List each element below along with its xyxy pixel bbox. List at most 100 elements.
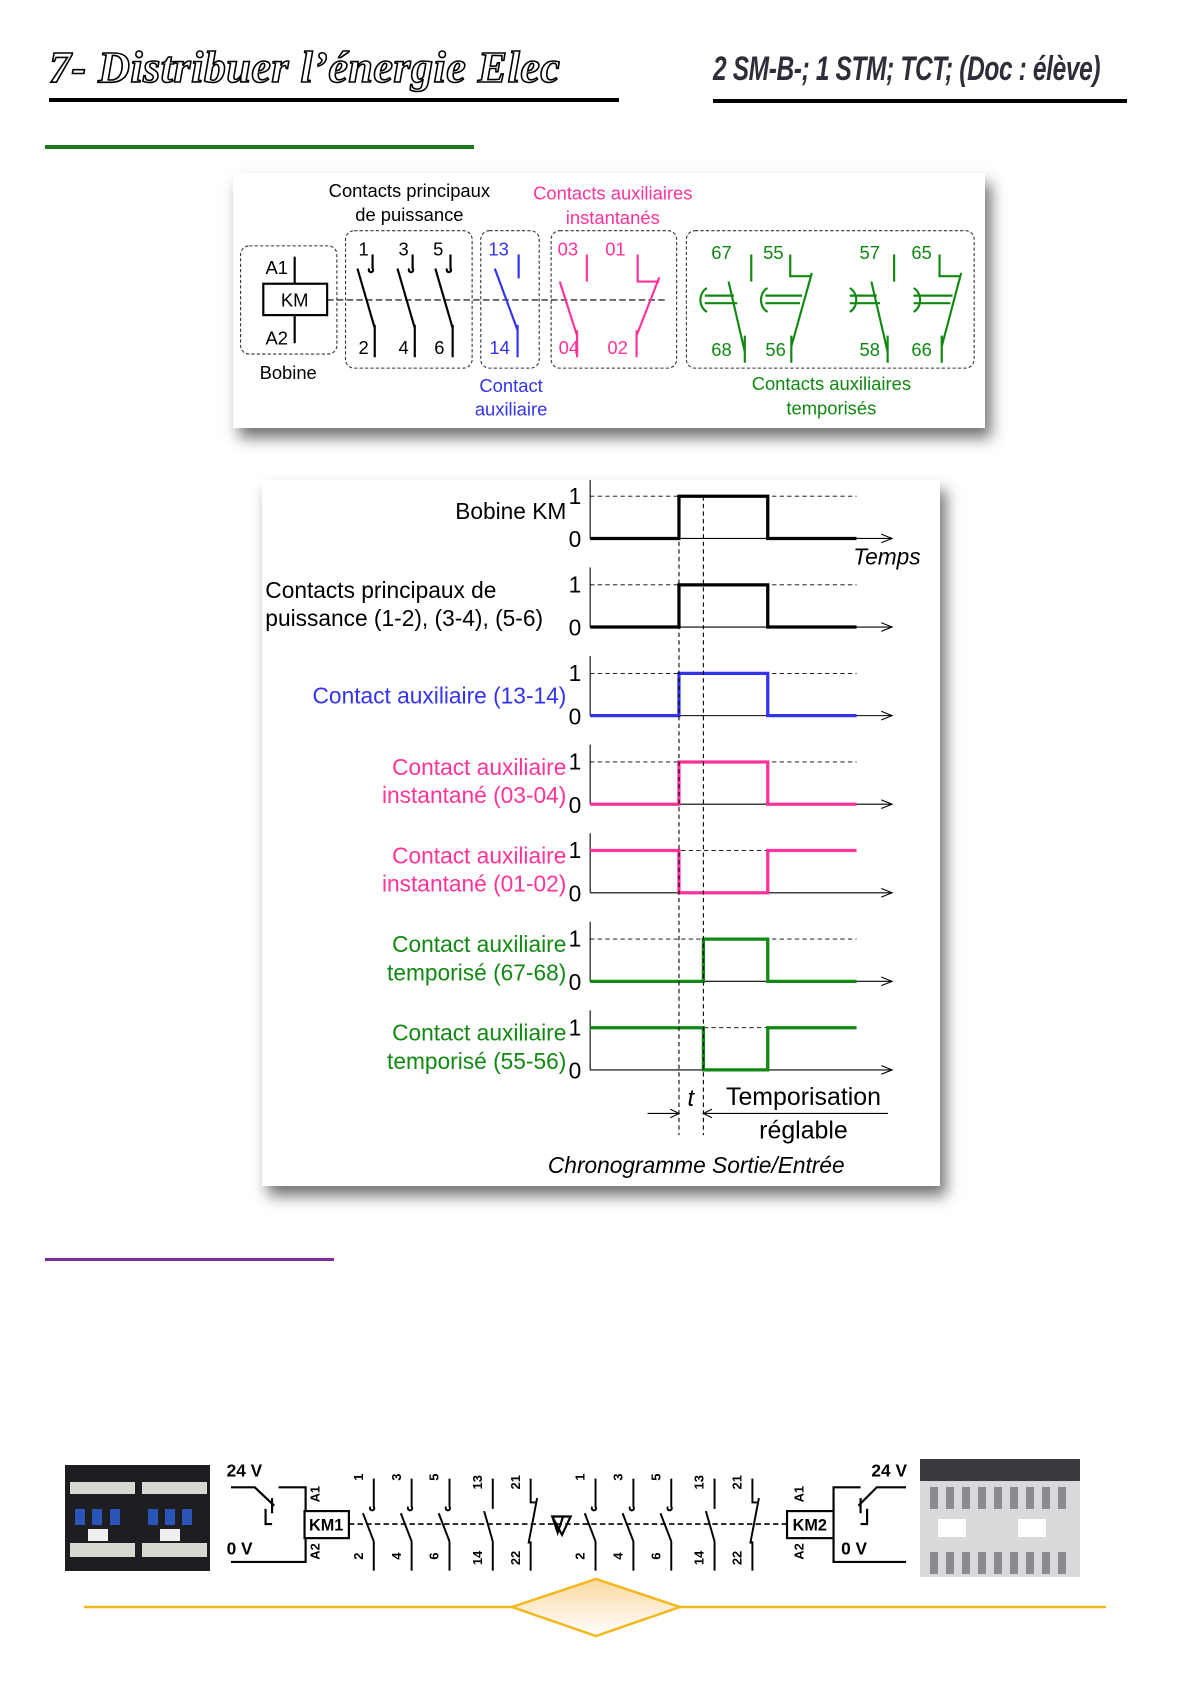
delay-arrow-right — [702, 1108, 888, 1119]
axis-arrow — [881, 710, 894, 721]
contact-bottom-label: 6 — [648, 1553, 663, 1560]
km2-voltage-top: 24 V — [871, 1460, 907, 1480]
axis-arrow — [881, 1065, 894, 1075]
inst-contact-2-bottom: 02 — [607, 337, 627, 358]
temp-contact-3-top: 57 — [859, 242, 879, 263]
temp-contact-2-bottom: 56 — [765, 339, 785, 360]
temp-contact-2-top: 55 — [763, 242, 783, 263]
series-label: temporisé (67-68) — [387, 959, 566, 985]
tick-0: 0 — [569, 1058, 582, 1084]
contact-bottom-label: 4 — [611, 1552, 626, 1560]
aux-contact-symbol — [493, 254, 520, 358]
axis-arrow — [881, 887, 894, 898]
tick-0: 0 — [569, 880, 582, 906]
main-contacts-title-2: de puissance — [355, 204, 463, 225]
km1-a1: A1 — [308, 1486, 323, 1503]
main-contact-3-bottom: 6 — [434, 337, 444, 358]
contact-top-label: 21 — [508, 1475, 523, 1489]
inst-contacts-symbol — [558, 254, 661, 358]
delay-arrow-left — [647, 1108, 681, 1119]
contact-bottom-label: 6 — [427, 1553, 442, 1560]
schematic-contact: 34 — [611, 1474, 635, 1571]
tick-1: 1 — [569, 660, 582, 686]
temp-contact-4-top: 65 — [911, 242, 931, 263]
main-contact-1-bottom: 2 — [359, 337, 369, 358]
aux-contact-bottom: 14 — [489, 337, 509, 358]
km2-a1: A1 — [791, 1486, 806, 1503]
schematic-contact: 56 — [648, 1474, 673, 1571]
inst-contacts-title-1: Contacts auxiliaires — [533, 182, 692, 203]
schematic-contact: 56 — [427, 1474, 451, 1571]
signal-trace — [590, 1026, 857, 1072]
km2-voltage-bottom: 0 V — [841, 1538, 867, 1558]
schematic-contact: 13 14 — [692, 1475, 716, 1571]
temp-contact-1-top: 67 — [711, 242, 731, 263]
series-label: Bobine KM — [455, 498, 566, 524]
main-contact-2-bottom: 4 — [399, 337, 409, 358]
contact-top-label: 3 — [611, 1474, 626, 1481]
contact-top-label: 5 — [648, 1474, 663, 1481]
coil-caption: Bobine — [260, 362, 317, 383]
temp-contact-1-bottom: 68 — [711, 339, 731, 360]
contact-bottom-label: 14 — [470, 1550, 485, 1565]
schematic-contact: 12 — [573, 1474, 598, 1571]
temp-contact-3-bottom: 58 — [859, 339, 879, 360]
inst-contact-2-top: 01 — [605, 239, 625, 260]
delay-note-2: réglable — [759, 1116, 848, 1144]
contact-bottom-label: 22 — [730, 1551, 745, 1565]
series-label: Contact auxiliaire — [392, 843, 566, 869]
coil-symbol: KM A1 A2 — [262, 256, 329, 348]
contact-bottom-label: 2 — [351, 1553, 366, 1560]
series-label: instantané (03-04) — [382, 782, 566, 808]
inst-contact-1-bottom: 04 — [559, 337, 579, 358]
x-axis-label: Temps — [853, 543, 920, 569]
tick-0: 0 — [569, 526, 582, 552]
chart-title: Chronogramme Sortie/Entrée — [548, 1152, 845, 1178]
reversing-schematic-svg: 24 V 0 V 24 V 0 V KM1 KM2 12345613142122… — [227, 1460, 907, 1571]
tick-0: 0 — [569, 969, 582, 995]
tick-1: 1 — [569, 749, 582, 775]
contact-bottom-label: 4 — [389, 1552, 404, 1560]
signal-trace — [590, 848, 857, 895]
km2-a2: A2 — [791, 1543, 806, 1560]
footer-divider — [84, 1577, 1106, 1639]
series-label: Contact auxiliaire — [392, 754, 566, 780]
contact-top-label: 1 — [573, 1474, 588, 1481]
aux-contact-top: 13 — [488, 239, 508, 260]
tick-1: 1 — [569, 483, 582, 509]
title-underline — [49, 98, 619, 102]
axis-arrow — [881, 799, 894, 810]
contact-top-label: 13 — [692, 1475, 707, 1489]
main-contact-3-top: 5 — [433, 239, 443, 260]
page-title: 7- Distribuer l’énergie Elec — [48, 42, 561, 93]
temp-contacts-title-1: Contacts auxiliaires — [752, 373, 911, 394]
temp-contact-4-bottom: 66 — [911, 339, 931, 360]
contact-bottom-label: 14 — [692, 1550, 707, 1565]
series-label: Contact auxiliaire — [392, 931, 566, 957]
schematic-contact: 34 — [389, 1474, 414, 1571]
class-label: 2 SM-B-; 1 STM; TCT; (Doc : élève) — [713, 50, 1101, 88]
delay-label: t — [688, 1085, 696, 1112]
diamond-ornament — [508, 1577, 684, 1638]
coil-a2: A2 — [265, 327, 287, 348]
contactor-symbols-svg: Contacts principaux de puissance Contact… — [240, 180, 975, 420]
km1-label: KM1 — [309, 1517, 343, 1535]
tick-1: 1 — [569, 837, 582, 863]
km1-a2: A2 — [308, 1543, 323, 1560]
main-contacts-title-1: Contacts principaux — [329, 180, 490, 201]
temp-contacts-title-2: temporisés — [786, 398, 876, 419]
main-contact-1-top: 1 — [359, 239, 369, 260]
inst-contact-1-top: 03 — [558, 239, 578, 260]
axis-arrow — [881, 533, 894, 544]
tick-0: 0 — [569, 792, 582, 818]
tick-1: 1 — [569, 571, 582, 597]
tick-0: 0 — [569, 703, 582, 729]
